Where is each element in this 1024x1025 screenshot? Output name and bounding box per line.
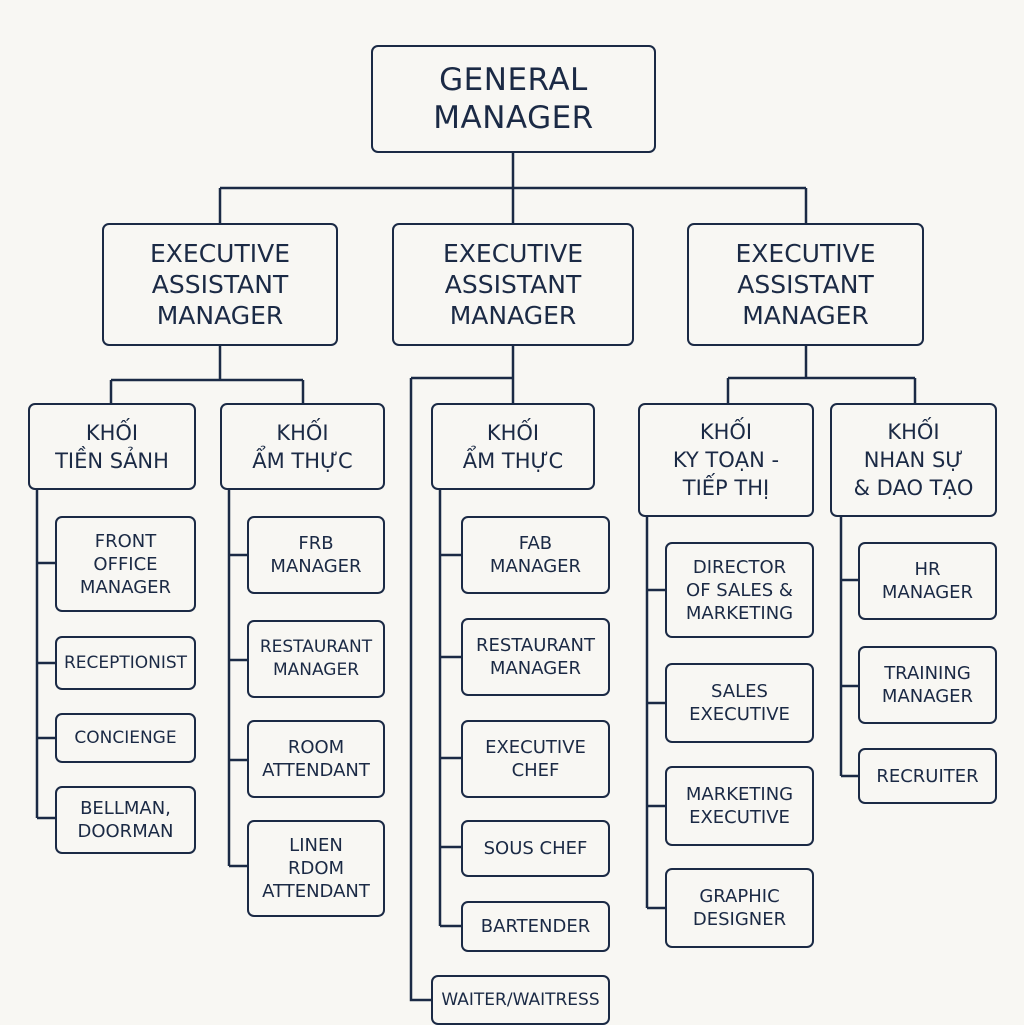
division-label: KHỐI TIỀN SẢNH xyxy=(55,420,169,473)
role-label: BARTENDER xyxy=(480,916,591,937)
role-box: SOUS CHEF xyxy=(461,820,610,877)
role-label: RESTAURANT MANAGER xyxy=(476,635,595,679)
role-box: RESTAURANT MANAGER xyxy=(461,618,610,696)
division-box: KHỐI ẨM THỰC xyxy=(220,403,385,490)
role-box: FAB MANAGER xyxy=(461,516,610,594)
role-label: HR MANAGER xyxy=(881,559,974,603)
role-box: DIRECTOR OF SALES & MARKETING xyxy=(665,542,814,638)
division-box: KHỐI TIỀN SẢNH xyxy=(28,403,196,490)
role-box: TRAINING MANAGER xyxy=(858,646,997,724)
role-box: CONCIENGE xyxy=(55,713,196,763)
role-label: GRAPHIC DESIGNER xyxy=(692,886,787,930)
executive-assistant-manager-box: EXECUTIVE ASSISTANT MANAGER xyxy=(102,223,338,346)
role-box: ROOM ATTENDANT xyxy=(247,720,385,798)
role-label: SOUS CHEF xyxy=(483,838,588,859)
eam-label: EXECUTIVE ASSISTANT MANAGER xyxy=(149,239,290,330)
division-label: KHỐI NHAN SỰ & DAO TẠO xyxy=(853,420,974,500)
general-manager-box: GENERAL MANAGER xyxy=(371,45,656,153)
role-label: RECEPTIONIST xyxy=(63,652,188,673)
division-box: KHỐI NHAN SỰ & DAO TẠO xyxy=(830,403,997,517)
role-box: RESTAURANT MANAGER xyxy=(247,620,385,698)
role-box: RECEPTIONIST xyxy=(55,636,196,690)
role-label: EXECUTIVE CHEF xyxy=(485,737,586,781)
role-box: MARKETING EXECUTIVE xyxy=(665,766,814,846)
role-label: FRB MANAGER xyxy=(270,533,362,577)
role-box: SALES EXECUTIVE xyxy=(665,663,814,743)
division-label: KHỐI KY TOẠN - TIẾP THỊ xyxy=(672,420,780,500)
role-box: HR MANAGER xyxy=(858,542,997,620)
eam-label: EXECUTIVE ASSISTANT MANAGER xyxy=(442,239,583,330)
role-label: FRONT OFFICE MANAGER xyxy=(79,530,172,598)
role-label: LINEN RDOM ATTENDANT xyxy=(262,835,370,902)
role-label: TRAINING MANAGER xyxy=(881,663,974,707)
role-box: LINEN RDOM ATTENDANT xyxy=(247,820,385,917)
general-manager-label: GENERAL MANAGER xyxy=(433,62,594,136)
division-box: KHỐI KY TOẠN - TIẾP THỊ xyxy=(638,403,814,517)
role-box-waiter: WAITER/WAITRESS xyxy=(431,975,610,1025)
executive-assistant-manager-box: EXECUTIVE ASSISTANT MANAGER xyxy=(687,223,924,346)
role-label: DIRECTOR OF SALES & MARKETING xyxy=(685,556,794,624)
role-label: WAITER/WAITRESS xyxy=(441,989,600,1010)
role-label: CONCIENGE xyxy=(74,727,177,748)
role-label: RESTAURANT MANAGER xyxy=(259,637,373,680)
role-box: BARTENDER xyxy=(461,901,610,952)
role-label: SALES EXECUTIVE xyxy=(689,681,790,725)
division-label: KHỐI ẨM THỰC xyxy=(252,420,353,473)
role-label: BELLMAN, DOORMAN xyxy=(77,798,174,842)
division-box: KHỐI ẨM THỰC xyxy=(431,403,595,490)
role-box: FRONT OFFICE MANAGER xyxy=(55,516,196,612)
division-label: KHỐI ẨM THỰC xyxy=(462,420,564,473)
role-box: EXECUTIVE CHEF xyxy=(461,720,610,798)
role-box: FRB MANAGER xyxy=(247,516,385,594)
role-box: RECRUITER xyxy=(858,748,997,804)
executive-assistant-manager-box: EXECUTIVE ASSISTANT MANAGER xyxy=(392,223,634,346)
role-label: FAB MANAGER xyxy=(489,533,582,577)
role-label: RECRUITER xyxy=(876,765,979,787)
eam-label: EXECUTIVE ASSISTANT MANAGER xyxy=(735,239,876,330)
role-box: GRAPHIC DESIGNER xyxy=(665,868,814,948)
role-label: MARKETING EXECUTIVE xyxy=(685,784,794,828)
role-box: BELLMAN, DOORMAN xyxy=(55,786,196,854)
role-label: ROOM ATTENDANT xyxy=(262,737,370,781)
